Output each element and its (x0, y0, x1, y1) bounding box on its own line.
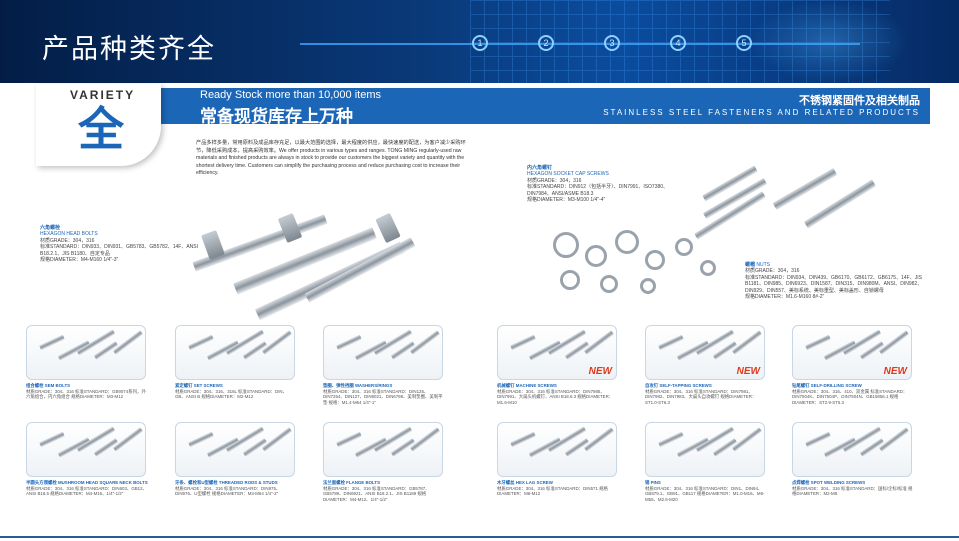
product-card (175, 422, 295, 477)
product-title: 点焊螺栓 SPOT WELDING SCREWS (792, 480, 866, 485)
nuts-caption: 螺帽 NUTS 材质GRADE：304，316 标准STANDARD：DIN93… (745, 262, 923, 301)
slide-title: 产品种类齐全 (42, 34, 216, 65)
product-specs: 材质GRADE：304、316、316L 标准STANDARD：DIN、GB、A… (175, 388, 287, 400)
bottom-divider (0, 536, 959, 538)
product-title: 法兰面螺栓 FLANGE BOLTS (323, 480, 380, 485)
product-specs: 材质GRADE：304、316 标准STANDARD：DIN125、DIN725… (323, 388, 443, 405)
product-card (175, 325, 295, 380)
catalog-header-strip: Ready Stock more than 10,000 items 常备现货库… (36, 88, 930, 127)
product-card (323, 422, 443, 477)
ready-stock-en: Ready Stock more than 10,000 items (200, 89, 381, 101)
product-specs: 材质GRADE：304、316 标准STANDARD：DIN7985、DIN79… (497, 388, 614, 405)
new-badge: NEW (588, 366, 612, 377)
product-card (497, 422, 617, 477)
variety-character: 全 (78, 102, 124, 156)
category-title-zh: 不锈钢紧固件及相关制品 (799, 94, 920, 107)
socket-screws-caption: 内六角螺钉 HEXAGON SOCKET CAP SCREWS 材质GRADE：… (527, 165, 669, 204)
product-card (792, 422, 912, 477)
hex-bolts-caption: 六角螺栓 HEXAGON HEAD BOLTS 材质GRADE：304，316 … (40, 225, 199, 264)
variety-label: VARIETY (70, 88, 136, 102)
timeline-line (300, 43, 860, 45)
product-title: 机械螺钉 MACHINE SCREWS (497, 383, 557, 388)
timeline-step: 5 (736, 35, 752, 51)
product-card (26, 325, 146, 380)
product-specs: 材质GRADE：304、316 标准STANDARD：DIN1、DIN94、GB… (645, 485, 765, 502)
product-title: 木牙螺丝 HEX LAG SCREW (497, 480, 553, 485)
timeline-step: 3 (604, 35, 620, 51)
product-card: NEW (497, 325, 617, 380)
product-title: 销 PINS (645, 480, 661, 485)
product-specs: 材质GRADE：304、316 标准STANDARD：DIN603、GB12、A… (26, 485, 147, 497)
product-specs: 材质GRADE：304、316 标准STANDARD：国标/企标/标准 规格DI… (792, 485, 913, 497)
product-title: 牙条、螺栓和U型螺栓 THREADED RODS & STUDS (175, 480, 278, 485)
product-card (645, 422, 765, 477)
product-specs: 材质GRADE：304、316 标准STANDARD：DIN571 规格DIAM… (497, 485, 608, 497)
timeline-step: 1 (472, 35, 488, 51)
product-specs: 材质GRADE：304、316、410、双金属 标准STANDARD：DIN75… (792, 388, 908, 405)
product-specs: 材质GRADE：304、316 标准STANDARD：DIN975、DIN976… (175, 485, 281, 497)
product-card: NEW (792, 325, 912, 380)
product-title: 垫圈、弹性挡圈 WASHERS/RINGS (323, 383, 393, 388)
timeline-step: 4 (670, 35, 686, 51)
product-card: NEW (645, 325, 765, 380)
product-title: 自攻钉 SELF-TAPPING SCREWS (645, 383, 712, 388)
product-title: 半圆头方颈螺栓 MUSHROOM HEAD SQUARE NECK BOLTS (26, 480, 148, 485)
category-title-en: STAINLESS STEEL FASTENERS AND RELATED PR… (603, 108, 920, 117)
intro-paragraph: 产品多样多量，常用原料及成品库存充足，以最大范围的选择，最大程度的供应，最快速度… (196, 140, 466, 176)
variety-badge: VARIETY 全 (36, 84, 161, 166)
new-badge: NEW (883, 366, 907, 377)
ready-stock-zh: 常备现货库存上万种 (200, 107, 353, 127)
product-title: 组合螺栓 SEM BOLTS (26, 383, 71, 388)
banner-glow-decoration (749, 0, 909, 83)
product-specs: 材质GRADE：304、316 标准STANDARD：GB5787、GB5789… (323, 485, 430, 502)
timeline-step: 2 (538, 35, 554, 51)
new-badge: NEW (736, 366, 760, 377)
product-specs: 材质GRADE：304、316 标准STANDARD：DIN7981、DIN79… (645, 388, 757, 405)
product-specs: 材质GRADE：304、316 标准STANDARD：GB9074系列，外六角组… (26, 388, 146, 400)
product-card (323, 325, 443, 380)
product-title: 钻尾螺钉 SELF-DRILLING SCREW (792, 383, 862, 388)
product-card (26, 422, 146, 477)
title-banner: 产品种类齐全 1 2 3 4 5 (0, 0, 959, 83)
product-title: 紧定螺钉 SET SCREWS (175, 383, 223, 388)
